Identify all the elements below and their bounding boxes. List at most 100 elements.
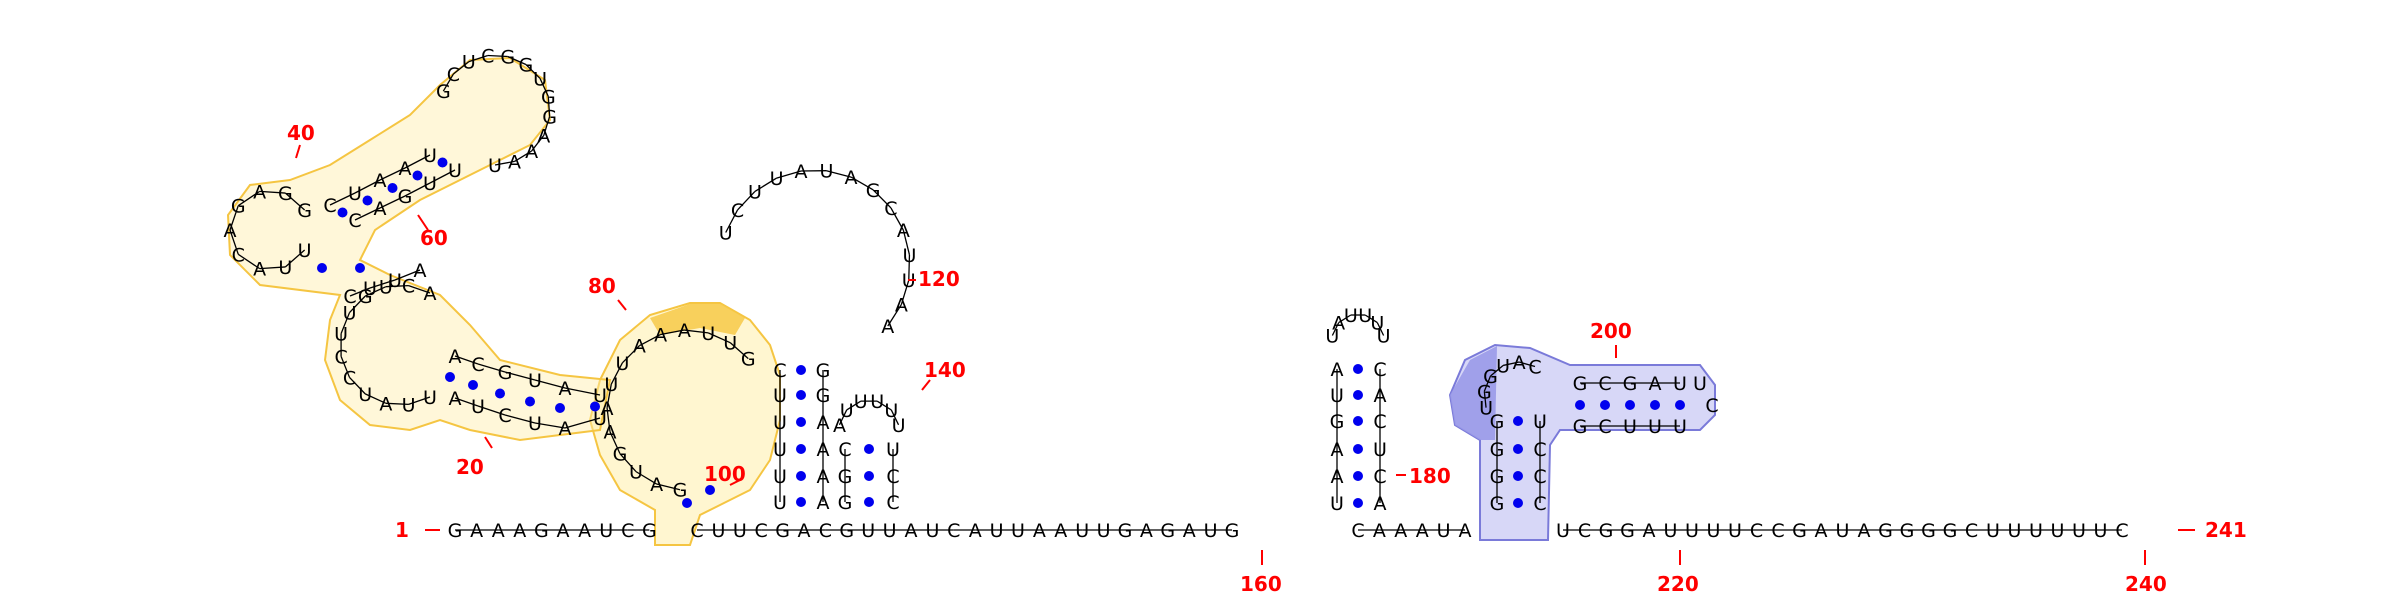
nucleotide: U (343, 303, 357, 325)
base-pair-dot (468, 380, 478, 390)
nucleotide: G (1483, 366, 1498, 388)
base-pair-dot (317, 263, 327, 273)
nucleotide: U (883, 520, 897, 542)
backbone-segment (846, 400, 862, 411)
nucleotide: G (1490, 411, 1505, 433)
backbone-segment (487, 54, 508, 58)
nucleotide: U (1373, 439, 1387, 461)
base-pair-dot (796, 417, 806, 427)
pos-160: 160 (1240, 572, 1282, 596)
nucleotide: A (1183, 520, 1196, 542)
nucleotide: C (1373, 466, 1386, 488)
nucleotide: C (1533, 493, 1546, 515)
base-pair-dot (1353, 364, 1363, 374)
nucleotide: A (525, 141, 538, 163)
backbone-segment (364, 286, 387, 297)
nucleotide: G (839, 520, 854, 542)
base-pair-dot (1575, 400, 1585, 410)
backbone-segment (329, 192, 356, 206)
nucleotide: U (379, 277, 393, 299)
backbone-segment (729, 342, 749, 360)
base-pair-dot (705, 485, 715, 495)
base-pair-dot (1650, 400, 1660, 410)
backbone-segment (707, 332, 731, 344)
nucleotide: G (775, 520, 790, 542)
backbone-segment (609, 431, 621, 454)
backbone-segment (1338, 314, 1352, 324)
backbone-segment (531, 134, 545, 152)
nucleotide: C (731, 200, 744, 222)
base-pair-dot (682, 498, 692, 508)
nucleotide: U (711, 520, 725, 542)
nucleotide: A (508, 151, 521, 173)
backbone-segment (606, 407, 611, 432)
nucleotide: A (905, 520, 918, 542)
nucleotide: G (534, 520, 549, 542)
nucleotide: G (1620, 520, 1635, 542)
pos-180: 180 (1409, 464, 1451, 488)
backbone-segment (660, 329, 685, 336)
nucleotide: C (498, 405, 511, 427)
nucleotide: U (1986, 520, 2000, 542)
backbone-segment (737, 190, 756, 211)
backbone-segment (547, 96, 551, 117)
nucleotide: A (537, 125, 550, 147)
nucleotide: U (1533, 411, 1547, 433)
nucleotide: A (897, 220, 910, 242)
backbone-segment (340, 356, 351, 378)
base-pair-dot (445, 372, 455, 382)
nucleotide: U (990, 520, 1004, 542)
nucleotide: G (1943, 520, 1958, 542)
nucleotide: C (755, 520, 768, 542)
nucleotide: G (613, 444, 628, 466)
nucleotide: C (1373, 411, 1386, 433)
backbone-segment (494, 160, 515, 166)
nucleotide: C (819, 520, 832, 542)
pos-20: 20 (456, 455, 484, 479)
backbone-segment (379, 195, 406, 209)
backbone-segment (725, 209, 739, 233)
nucleotide: G (498, 362, 513, 384)
base-pair-dot (525, 396, 535, 407)
nucleotide: G (231, 196, 246, 218)
backbone-segment (1483, 375, 1492, 392)
nucleotide: A (414, 260, 427, 282)
base-pair-dot (1513, 471, 1523, 481)
nucleotide: G (1599, 520, 1614, 542)
base-pair-dot (387, 183, 398, 193)
nucleotide: A (1033, 520, 1046, 542)
nucleotide: U (2008, 520, 2022, 542)
nucleotide: A (470, 520, 483, 542)
nucleotide: U (2094, 520, 2108, 542)
nucleotide: U (1623, 416, 1637, 438)
base-pair-dot (796, 444, 806, 454)
nucleotide: A (1459, 520, 1472, 542)
nucleotide: A (1331, 466, 1344, 488)
nucleotide: G (1490, 466, 1505, 488)
nucleotide: U (902, 270, 916, 292)
nucleotide: G (398, 186, 413, 208)
backbone-segment (349, 376, 366, 395)
nucleotide: U (448, 160, 462, 182)
backbone-segment (900, 280, 910, 305)
nucleotide: C (838, 439, 851, 461)
backbone-segment (408, 396, 431, 406)
nucleotide: A (678, 320, 691, 342)
nucleotide: A (578, 520, 591, 542)
nucleotide: A (374, 198, 387, 220)
backbone-segment (639, 333, 661, 347)
backbone-segment (259, 266, 286, 270)
nucleotide: U (773, 385, 787, 407)
backbone-segment (504, 371, 536, 381)
nucleotide: A (1331, 359, 1344, 381)
backbone-segment (525, 64, 541, 79)
nucleotide: C (1351, 520, 1364, 542)
backbone-segment (229, 229, 239, 255)
nucleotide: U (1728, 520, 1742, 542)
nucleotide: C (334, 346, 347, 368)
nucleotide: U (593, 385, 607, 407)
nucleotide: U (348, 183, 362, 205)
nucleotide: A (399, 158, 412, 180)
nucleotide: A (224, 220, 237, 242)
